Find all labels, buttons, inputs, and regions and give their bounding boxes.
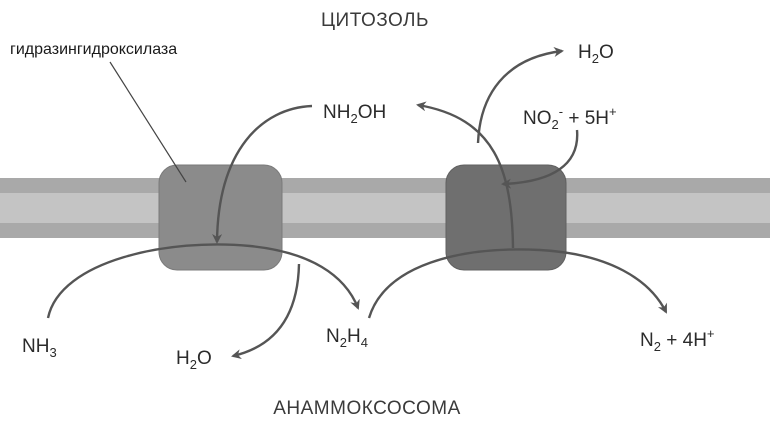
nitrite-label: NO2- + 5H+: [523, 104, 617, 132]
membrane: [0, 178, 770, 238]
reaction-arrows: [46, 47, 668, 360]
nitrite-reductase-enzyme: [445, 164, 567, 271]
arrow-to-h2o-top: [476, 47, 564, 144]
nh3-label: NH3: [22, 336, 57, 360]
hydrazine-hydroxylase-enzyme: [158, 164, 283, 271]
enzyme-label-pointer: [109, 61, 187, 183]
membrane-inner-band: [0, 193, 770, 223]
h2o-top-label: H2O: [578, 42, 614, 66]
arrow-to-h2o-bottom: [231, 263, 301, 360]
arrow-n2h4-to-n2: [367, 248, 668, 319]
enzyme-name-label: гидразингидроксилаза: [10, 41, 177, 58]
h2o-bottom-label: H2O: [176, 348, 212, 372]
arrow-no2-into-enzyme: [501, 129, 579, 189]
arrow-to-nh2oh: [416, 101, 515, 249]
anammoxosome-label: АНАММОКСОСОМА: [273, 398, 461, 419]
arrow-nh2oh-into-enzyme: [212, 104, 313, 244]
cytosol-label: ЦИТОЗОЛЬ: [321, 10, 429, 31]
n2h4-label: N2H4: [326, 326, 368, 350]
arrow-nh3-to-n2h4: [46, 243, 360, 319]
n2-products-label: N2 + 4H+: [640, 326, 715, 354]
nh2oh-label: NH2OH: [323, 102, 386, 126]
